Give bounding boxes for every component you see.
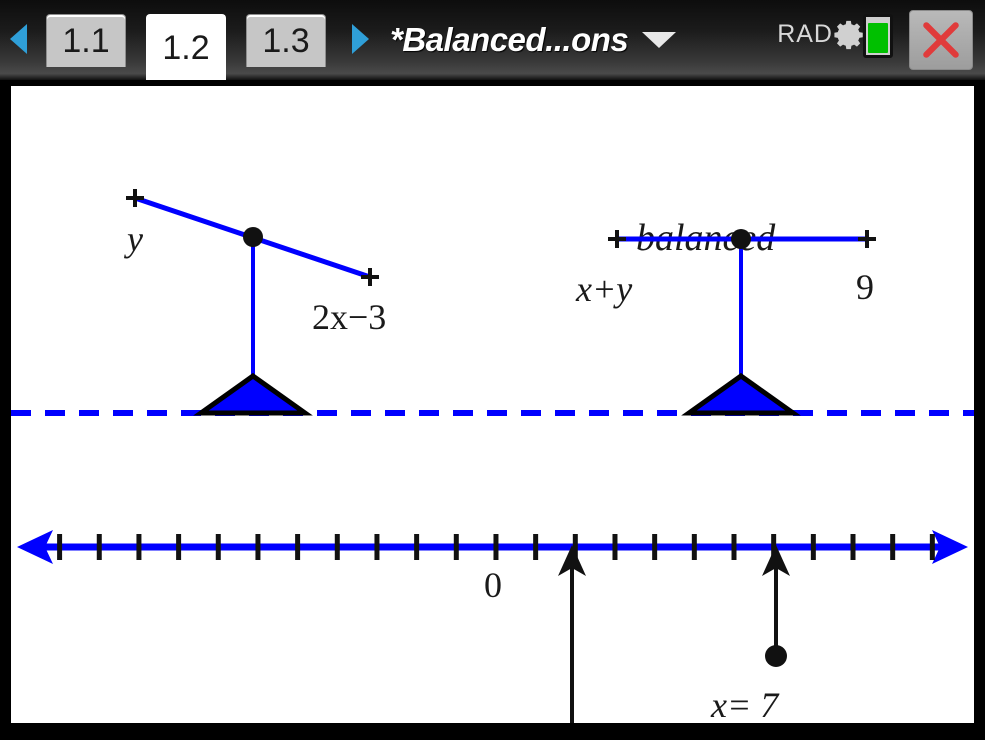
battery-icon <box>863 14 893 58</box>
right-scale-left-weight-label: x+y <box>576 269 633 309</box>
left-scale-endpoint-markers <box>126 189 379 286</box>
right-balance-scale[interactable] <box>608 229 876 416</box>
tab-label: 1.2 <box>162 28 210 67</box>
arrow-right-icon <box>932 530 968 564</box>
tab-1-1[interactable]: 1.1 <box>46 14 126 67</box>
number-line-ticks <box>57 534 935 560</box>
x-slider[interactable] <box>762 545 790 667</box>
close-button[interactable] <box>909 10 973 70</box>
geometry-drawing <box>11 189 974 723</box>
tab-1-3[interactable]: 1.3 <box>246 14 326 67</box>
right-scale-pivot[interactable] <box>731 229 751 249</box>
x-slider-handle[interactable] <box>765 645 787 667</box>
document-title-text: *Balanced...ons <box>390 21 629 58</box>
arrow-left-icon <box>17 530 53 564</box>
number-line-origin-label: 0 <box>484 565 502 605</box>
y-slider-arrowhead <box>558 545 586 576</box>
y-slider[interactable] <box>558 545 586 723</box>
battery-fill <box>868 23 888 53</box>
number-line[interactable] <box>17 530 968 723</box>
right-scale-endpoint-markers <box>608 230 876 248</box>
left-scale-pivot[interactable] <box>243 227 263 247</box>
graph-canvas[interactable]: y 2x−3 balanced x+y 9 0 y= 2 x= 7 <box>7 82 978 727</box>
x-slider-label[interactable]: x= 7 <box>711 685 779 725</box>
triangle-left-icon[interactable] <box>10 24 27 54</box>
right-scale-right-weight-label: 9 <box>856 267 874 307</box>
chevron-down-icon[interactable] <box>642 32 677 48</box>
right-scale-fulcrum <box>681 372 801 416</box>
left-scale-left-weight-label: y <box>127 219 143 259</box>
triangle-right-icon[interactable] <box>352 24 369 54</box>
close-icon <box>923 22 959 58</box>
gear-icon[interactable] <box>833 18 867 52</box>
tab-label: 1.3 <box>262 21 310 60</box>
x-slider-arrowhead <box>762 545 790 576</box>
tab-1-2[interactable]: 1.2 <box>146 14 226 80</box>
angle-mode-indicator: RAD <box>777 20 833 48</box>
tab-label: 1.1 <box>62 21 110 60</box>
left-scale-fulcrum <box>193 372 313 416</box>
title-bar: 1.1 1.2 1.3 *Balanced...ons RAD <box>0 0 985 80</box>
document-title[interactable]: *Balanced...ons <box>390 16 677 64</box>
left-balance-scale[interactable] <box>126 189 379 416</box>
left-scale-right-weight-label: 2x−3 <box>312 297 387 337</box>
